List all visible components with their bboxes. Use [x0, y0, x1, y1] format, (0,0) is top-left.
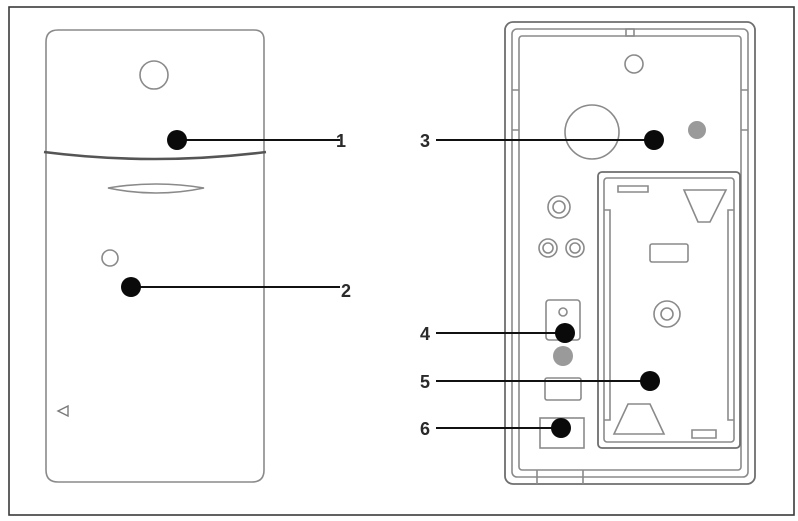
- led-window: [101, 249, 119, 267]
- callout-3: 3: [420, 130, 664, 151]
- callout-marker: [640, 371, 660, 391]
- callout-label: 5: [420, 372, 430, 392]
- knockout-left: [538, 238, 558, 258]
- callout-label: 2: [341, 281, 351, 301]
- upper-post: [547, 195, 571, 219]
- cover-seam: [43, 150, 267, 161]
- center-screw-inner: [660, 307, 674, 321]
- top-hole: [139, 60, 169, 90]
- switch-pin: [558, 307, 568, 317]
- callout-marker: [121, 277, 141, 297]
- bottom-tabs: [536, 470, 584, 484]
- compartment-rails: [604, 209, 734, 421]
- front-housing: [45, 29, 265, 483]
- callout-5: 5: [420, 371, 660, 392]
- callout-label: 1: [336, 131, 346, 151]
- spring-tab-bottom: [691, 429, 717, 439]
- battery-contact: [649, 243, 689, 263]
- callout-marker: [644, 130, 664, 150]
- callout-marker: [551, 418, 571, 438]
- battery-clip-bottom: [612, 403, 666, 435]
- tamper-well: [564, 104, 620, 160]
- terminal-box: [539, 417, 585, 449]
- callout-label: 3: [420, 131, 430, 151]
- battery-compartment-inner: [603, 177, 735, 443]
- center-screw: [653, 300, 681, 328]
- back-view: [504, 21, 756, 485]
- upper-post-inner: [552, 200, 566, 214]
- back-housing-outer: [504, 21, 756, 485]
- mount-hole: [624, 54, 644, 74]
- front-view: [43, 29, 267, 483]
- knockout-right-inner: [569, 242, 581, 254]
- callout-marker: [555, 323, 575, 343]
- grey-screw: [688, 121, 706, 139]
- battery-compartment-outer: [597, 171, 741, 449]
- callout-label: 6: [420, 419, 430, 439]
- callout-2: 2: [121, 277, 351, 301]
- arrow-mark-icon: [56, 404, 69, 418]
- battery-clip-top: [682, 189, 728, 223]
- reed-disc: [553, 346, 573, 366]
- knockout-right: [565, 238, 585, 258]
- callout-label: 4: [420, 324, 430, 344]
- front-slot: [107, 183, 205, 194]
- top-notch: [625, 28, 635, 37]
- callout-6: 6: [420, 418, 571, 439]
- connector-block: [544, 377, 582, 401]
- callout-1: 1: [167, 130, 346, 151]
- diagram-frame: [8, 6, 795, 516]
- spring-tab-top: [617, 185, 649, 193]
- knockout-left-inner: [542, 242, 554, 254]
- callout-4: 4: [420, 323, 575, 344]
- side-ribs: [512, 89, 748, 131]
- callout-marker: [167, 130, 187, 150]
